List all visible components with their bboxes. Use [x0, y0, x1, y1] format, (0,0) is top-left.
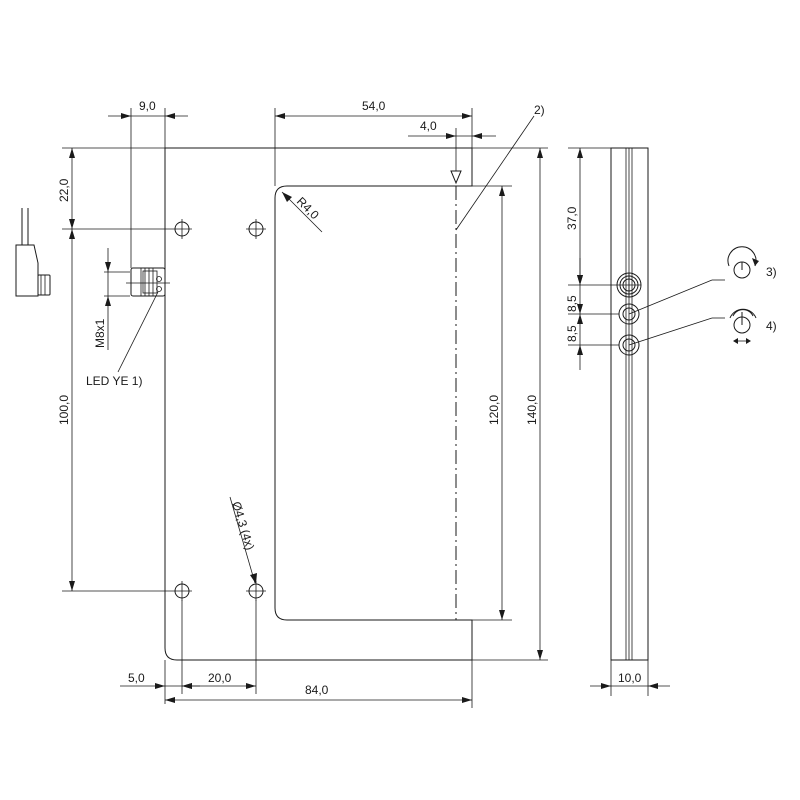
dim-54: 54,0 [274, 99, 473, 186]
dim-9: 9,0 [108, 99, 188, 268]
radius-label: R4,0 [294, 194, 322, 222]
dim-100-label: 100,0 [57, 395, 71, 425]
dim-5: 5,0 [120, 600, 200, 704]
note-3-callout: 3) [628, 246, 777, 315]
hole-label: Ø4,3 (4x) [229, 500, 257, 552]
beam-arrow-icon [450, 155, 462, 185]
dim-84-label: 84,0 [305, 683, 329, 697]
thread-callout: M8x1 [93, 248, 130, 350]
thread-label: M8x1 [93, 318, 107, 348]
dim-100: 100,0 [57, 229, 172, 592]
dim-8-5-b-label: 8,5 [565, 325, 579, 342]
mounting-hole-top-left [172, 219, 192, 239]
dim-140-label: 140,0 [525, 395, 539, 425]
dim-20-label: 20,0 [208, 671, 232, 685]
led-callout: LED YE 1) [86, 291, 159, 388]
angled-connector-icon [15, 208, 51, 297]
note-4-callout: 4) [628, 308, 777, 346]
hole-callout: Ø4,3 (4x) [229, 496, 257, 584]
mounting-hole-top-right [246, 219, 266, 239]
dim-22-label: 22,0 [57, 178, 71, 202]
connector-m8 [126, 267, 170, 297]
note-2-callout: 2) [455, 103, 545, 231]
note-3-label: 3) [766, 265, 777, 279]
dim-120-label: 120,0 [487, 395, 501, 425]
note-2-label: 2) [534, 103, 545, 117]
dim-10: 10,0 [590, 660, 670, 696]
side-view [610, 147, 649, 661]
dim-5-label: 5,0 [128, 671, 145, 685]
dim-37-label: 37,0 [565, 206, 579, 230]
dim-10-label: 10,0 [618, 671, 642, 685]
mounting-hole-bottom-left [172, 581, 192, 601]
led-label: LED YE 1) [86, 374, 142, 388]
side-connector [616, 272, 642, 298]
dim-9-label: 9,0 [139, 99, 156, 113]
dim-140: 140,0 [472, 147, 548, 661]
note-4-label: 4) [766, 319, 777, 333]
dim-54-label: 54,0 [362, 99, 386, 113]
dim-8-5-b: 8,5 [565, 304, 619, 355]
dim-20: 20,0 [182, 600, 257, 694]
dim-8-5-a-label: 8,5 [565, 295, 579, 312]
dim-4-label: 4,0 [420, 119, 437, 133]
dim-37: 37,0 [565, 147, 617, 286]
dim-radius: R4,0 [281, 191, 323, 233]
dim-4: 4,0 [408, 119, 496, 155]
rotary-knob-icon [727, 246, 759, 279]
dim-22: 22,0 [57, 147, 172, 230]
dim-84: 84,0 [165, 660, 473, 708]
mode-switch-icon [729, 308, 757, 344]
dim-120: 120,0 [472, 185, 512, 621]
mounting-holes [172, 219, 266, 601]
dim-8-5-a: 8,5 [565, 258, 619, 370]
fork-sensor-outline [164, 147, 473, 661]
